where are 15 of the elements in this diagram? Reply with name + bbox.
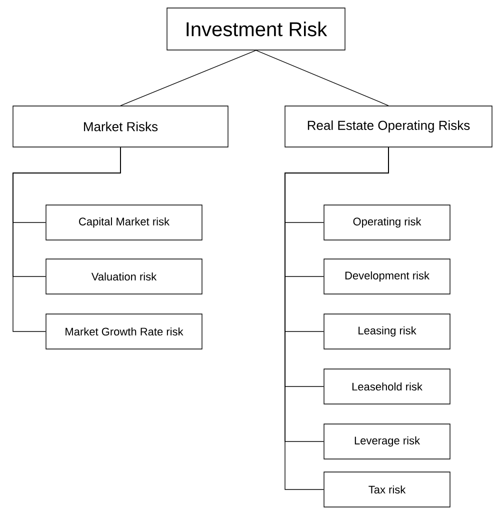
risk-box: Leasing risk <box>324 314 450 350</box>
connector-line <box>12 147 121 332</box>
connector-line <box>256 50 389 106</box>
category-box: Real Estate Operating Risks <box>284 106 492 148</box>
risk-box: Operating risk <box>324 204 450 240</box>
risk-box: Development risk <box>324 258 450 294</box>
risk-box: Market Growth Rate risk <box>46 314 202 350</box>
risk-box: Leverage risk <box>324 424 450 460</box>
connector-line <box>120 50 256 106</box>
title-box: Investment Risk <box>166 8 346 50</box>
risk-box: Tax risk <box>324 472 450 508</box>
risk-box: Capital Market risk <box>46 204 202 240</box>
category-box: Market Risks <box>12 106 228 148</box>
risk-box: Valuation risk <box>46 258 202 294</box>
risk-box: Leasehold risk <box>324 368 450 404</box>
